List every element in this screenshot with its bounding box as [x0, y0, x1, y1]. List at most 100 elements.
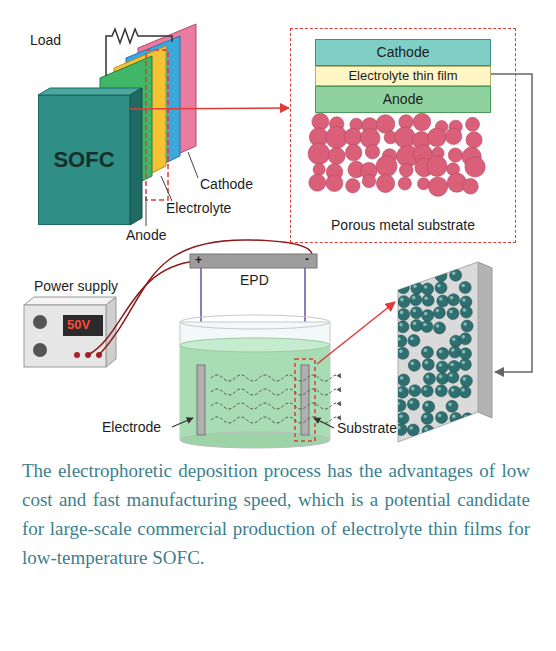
deposited-particles-part	[459, 386, 471, 398]
deposited-particles-part-part	[435, 270, 447, 282]
deposited-particles-part-part	[437, 295, 449, 307]
part-label: Cathode	[200, 176, 253, 193]
deposited-particles-part	[410, 307, 422, 319]
deposited-particles-part-part	[426, 375, 430, 379]
deposited-particles-part-part	[463, 308, 467, 312]
deposited-particles-part	[460, 424, 472, 436]
particle-migration-arrows-part	[211, 375, 341, 381]
deposited-particles-part	[422, 425, 434, 437]
layer-label: SOFC	[53, 147, 114, 173]
deposited-particles-part-part	[437, 284, 441, 288]
deposited-particles-part-part	[461, 284, 465, 288]
beaker-part	[301, 365, 309, 435]
deposited-particles-part	[446, 400, 458, 412]
deposited-particles-part-part	[409, 426, 413, 430]
deposited-particles-part-part	[397, 321, 409, 333]
apparatus-label: Power supply	[34, 278, 118, 295]
deposited-particles-part	[421, 346, 433, 358]
leader-lines	[172, 418, 334, 428]
deposited-particles-part-part	[421, 385, 433, 397]
stack-leader-lines-part	[188, 152, 198, 178]
deposited-particles-part-part	[399, 323, 403, 327]
deposited-particles-part-part	[450, 269, 462, 281]
porous-substrate-particles-part	[309, 174, 326, 191]
deposited-particles-part-part	[425, 403, 429, 407]
deposited-particles-part-part	[448, 254, 460, 266]
zoom-arrow	[130, 108, 289, 109]
load-wire	[106, 29, 172, 76]
porous-substrate-particles-part	[448, 148, 462, 162]
deposited-particles-part-part	[422, 294, 434, 306]
deposited-particles-part-part	[413, 322, 417, 326]
deposited-particles-part-part	[409, 271, 421, 283]
deposited-particles-part	[437, 372, 449, 384]
deposited-particles-part	[422, 358, 434, 370]
stack-front-panel: SOFC	[38, 95, 130, 225]
deposited-particles-part-part	[439, 350, 443, 354]
deposited-particles-part-part	[396, 257, 400, 261]
deposited-particles-part-part	[448, 360, 460, 372]
part-label: Substrate	[337, 420, 397, 437]
deposited-particles-part-part	[462, 335, 466, 339]
deposited-particles-part-part	[423, 373, 435, 385]
porous-substrate-particles-part	[346, 179, 360, 193]
deposited-particles-part	[448, 360, 460, 372]
deposited-particles-part-part	[399, 414, 403, 418]
beaker-part	[180, 338, 330, 352]
porous-substrate-particles-part	[463, 178, 479, 194]
deposited-particles-part	[411, 282, 423, 294]
deposited-particles-part-part	[424, 348, 428, 352]
deposited-particles-part	[421, 321, 433, 333]
deposited-particles-part-part	[450, 363, 454, 367]
porous-substrate-particles-part	[376, 156, 397, 177]
deposited-particles-part	[421, 385, 433, 397]
deposited-particles-part-part	[395, 335, 407, 347]
deposited-particles-part-part	[449, 373, 453, 377]
deposited-particles-part	[434, 322, 446, 334]
deposited-particles-part	[435, 385, 447, 397]
deposited-particles-part-part	[394, 255, 406, 267]
deposited-particles-part-part	[462, 413, 474, 425]
deposited-particles-part-part	[422, 310, 434, 322]
deposited-particles-part	[447, 308, 459, 320]
beaker	[180, 315, 330, 448]
porous-substrate-particles-part	[313, 163, 325, 175]
deposited-particles-part-part	[411, 387, 415, 391]
deposited-particles-part	[450, 412, 462, 424]
deposited-particles-part-part	[394, 399, 406, 411]
porous-substrate-particles-part	[345, 144, 362, 161]
deposited-particles-part-part	[398, 374, 410, 386]
deposited-particles-part-part	[400, 284, 404, 288]
deposited-particles-part-part	[450, 257, 454, 261]
layer-label: Anode	[383, 91, 423, 108]
coated-plate-part	[398, 262, 478, 442]
porous-substrate-particles-part	[362, 174, 375, 187]
deposited-particles-part-part	[450, 296, 454, 300]
deposited-particles-part-part	[397, 347, 409, 359]
deposited-particles-part-part	[423, 323, 427, 327]
anode-layer: Anode	[315, 86, 491, 113]
deposited-particles-part-part	[462, 361, 466, 365]
deposited-particles-part	[397, 412, 409, 424]
deposited-particles-part	[447, 371, 459, 383]
deposited-particles-part-part	[450, 426, 454, 430]
part-label: Anode	[126, 227, 166, 244]
fuel-cell-stack	[38, 24, 196, 225]
deposited-particles-part-part	[423, 415, 427, 419]
deposited-particles-part-part	[460, 424, 472, 436]
porous-substrate-particles-part	[445, 128, 462, 145]
electrolyte-layer: Electrolyte thin film	[315, 66, 491, 86]
deposited-particles-part	[422, 294, 434, 306]
deposited-particles-part-part	[409, 385, 421, 397]
deposited-particles-part-part	[409, 259, 413, 263]
deposited-particles-part-part	[424, 312, 428, 316]
deposited-particles-part	[394, 399, 406, 411]
porous-substrate-particles-part	[376, 115, 395, 134]
deposited-particles-part-part	[421, 346, 433, 358]
deposited-particles-part	[408, 335, 420, 347]
deposited-particles-part-part	[399, 350, 403, 354]
deposited-particles-part-part	[400, 376, 404, 380]
deposited-particles-part	[397, 321, 409, 333]
porous-substrate-particles-part	[428, 177, 447, 196]
deposited-particles-part-part	[459, 386, 471, 398]
